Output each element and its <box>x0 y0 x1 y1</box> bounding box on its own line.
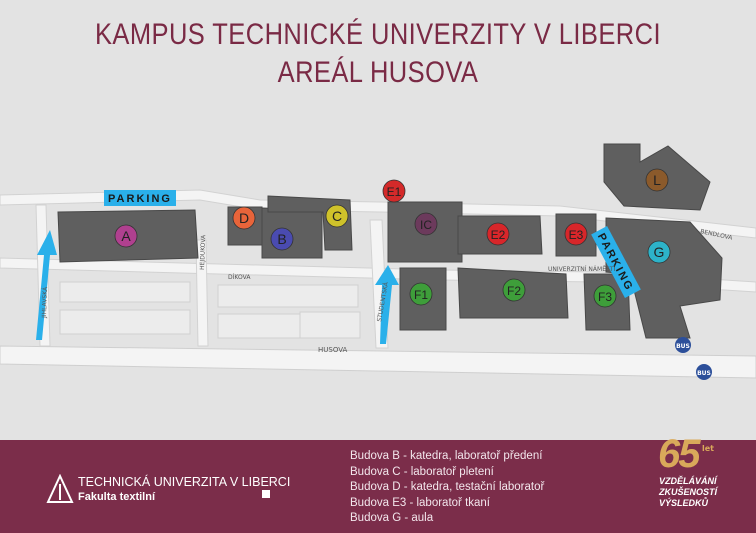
anniversary-number: 65 <box>658 432 700 476</box>
street-hejdukova-label: HEJDUKOVA <box>199 234 207 270</box>
lots <box>59 281 361 339</box>
anniversary-slogan: VZDĚLÁVÁNÍ ZKUŠENOSTÍ VÝSLEDKŮ <box>659 476 717 509</box>
parking-sign-left <box>104 190 176 206</box>
university-name: TECHNICKÁ UNIVERZITA V LIBERCI <box>78 475 291 489</box>
street-husova-label: HUSOVA <box>318 346 348 354</box>
anniversary-line: VÝSLEDKŮ <box>659 498 709 508</box>
building-b-marker[interactable] <box>270 227 294 251</box>
building-ic-label: IC <box>420 218 432 232</box>
building-l-marker[interactable] <box>645 168 669 192</box>
top-road <box>0 189 756 239</box>
building-d-label: D <box>239 210 249 226</box>
bus-stops: BUS BUS <box>675 337 712 380</box>
building-g-label: G <box>654 244 665 260</box>
anniversary-line: VZDĚLÁVÁNÍ <box>659 476 717 486</box>
building-b-label: B <box>277 231 286 247</box>
legend-item: Budova C - laboratoř pletení <box>350 465 494 478</box>
faculty-name: Fakulta textilní <box>78 491 156 503</box>
map-title-line2: AREÁL HUSOVA <box>277 56 479 89</box>
building-e1-label: E1 <box>387 185 402 199</box>
building-c-label: C <box>332 208 342 224</box>
parking-arrow-center <box>375 265 399 344</box>
buildings <box>57 143 723 339</box>
building-g-marker[interactable] <box>647 240 671 264</box>
bus-stop-2-label: BUS <box>697 370 711 377</box>
building-e2-label: E2 <box>491 228 506 242</box>
legend-item: Budova G - aula <box>350 512 434 524</box>
building-legend: Budova B - katedra, laboratoř předení Bu… <box>350 449 544 527</box>
building-f1-marker[interactable] <box>409 282 433 306</box>
building-e1-marker[interactable] <box>382 179 406 203</box>
parking-arrow-left <box>36 230 57 340</box>
lot <box>299 311 361 339</box>
building-e2-marker[interactable] <box>486 222 510 246</box>
building-e3-marker[interactable] <box>564 222 588 246</box>
anniversary-line: ZKUŠENOSTÍ <box>659 487 718 497</box>
building-a-marker[interactable] <box>114 224 138 248</box>
building-a-label: A <box>121 228 131 244</box>
building-f3-marker[interactable] <box>593 284 617 308</box>
street-jihlavska-label: JIHLAVSKÁ <box>41 286 49 319</box>
bus-stop-2[interactable] <box>696 364 712 380</box>
street-univerzitni-label: UNIVERZITNÍ NÁMĚSTÍ <box>548 265 615 273</box>
lot <box>59 281 191 303</box>
building-c-marker[interactable] <box>325 204 349 228</box>
husova-road <box>0 345 756 379</box>
building-f2-label: F2 <box>507 284 521 298</box>
map-title-line1: KAMPUS TECHNICKÉ UNIVERZITY V LIBERCI <box>95 18 661 51</box>
footer-band <box>0 440 756 533</box>
university-logo-icon <box>46 474 74 503</box>
legend-item: Budova B - katedra, laboratoř předení <box>350 450 543 462</box>
building-f1-label: F1 <box>414 288 428 302</box>
building-b-shape <box>261 207 323 259</box>
bus-stop-1[interactable] <box>675 337 691 353</box>
campus-map: PARKING PARKING HUSOVA DÍKOVA UNIVERZITN… <box>0 143 756 380</box>
building-f2-marker[interactable] <box>502 278 526 302</box>
street-dikova-label: DÍKOVA <box>228 274 251 281</box>
building-e3-label: E3 <box>569 228 584 242</box>
parking-sign-left-label: PARKING <box>108 193 172 205</box>
building-d-marker[interactable] <box>232 206 256 230</box>
legend-item: Budova E3 - laboratoř tkaní <box>350 496 490 509</box>
building-l-label: L <box>653 172 661 188</box>
anniversary-let: let <box>702 444 714 453</box>
lot <box>59 309 191 335</box>
lot <box>217 284 359 308</box>
legend-item: Budova D - katedra, testační laboratoř <box>350 481 545 493</box>
hejdukova-road <box>195 239 209 347</box>
parking-sign-right <box>591 225 641 299</box>
bus-stop-1-label: BUS <box>676 343 690 350</box>
logo-square-icon <box>262 490 270 498</box>
building-f3-label: F3 <box>598 290 612 304</box>
building-ic-marker[interactable] <box>414 212 438 236</box>
